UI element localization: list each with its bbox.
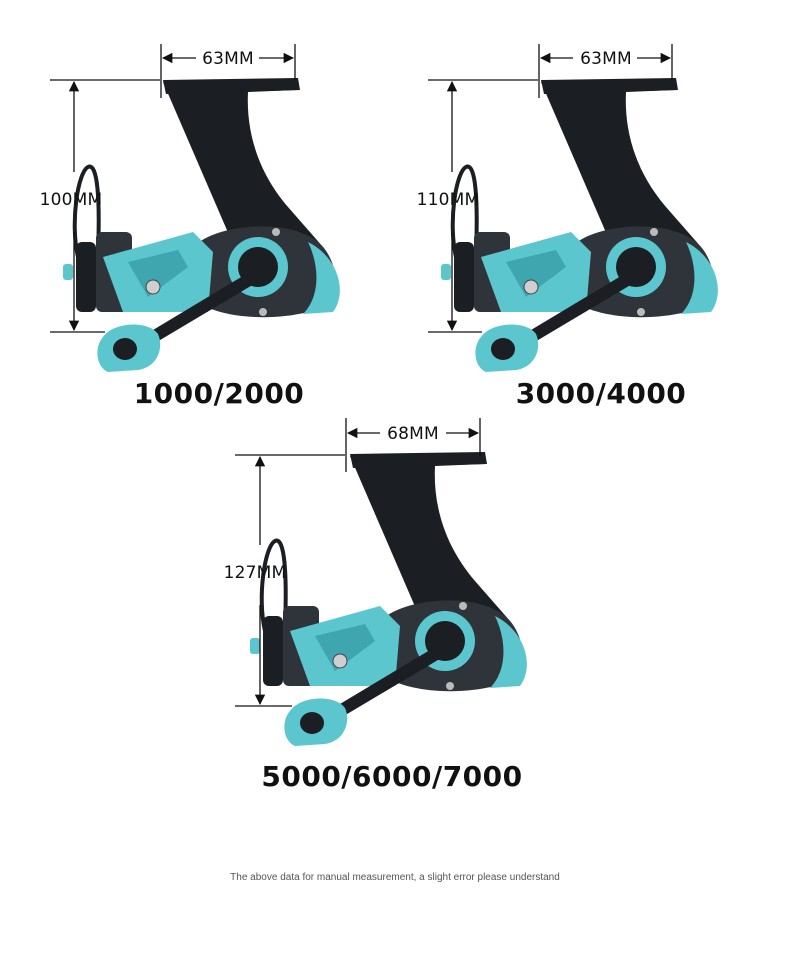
reel-figure-1: 63MM 100MM 1000/2000 xyxy=(40,44,342,410)
model-label: 3000/4000 xyxy=(516,377,687,410)
spinning-reel-icon xyxy=(61,76,342,374)
spinning-reel-icon xyxy=(248,450,529,748)
height-label: 110MM xyxy=(417,190,480,210)
width-dimension-2: 63MM xyxy=(538,44,673,98)
height-dimension-1: 100MM xyxy=(40,79,160,333)
model-label: 5000/6000/7000 xyxy=(261,760,522,793)
model-label: 1000/2000 xyxy=(134,377,305,410)
width-dimension-3: 68MM xyxy=(345,418,481,472)
reel-figure-3: 68MM 127MM 5000/6000/7000 xyxy=(224,418,529,793)
width-label: 63MM xyxy=(202,49,254,69)
height-dimension-2: 110MM xyxy=(417,79,538,333)
width-label: 63MM xyxy=(580,49,632,69)
footer-note: The above data for manual measurement, a… xyxy=(230,872,560,883)
width-label: 68MM xyxy=(387,424,439,444)
height-label: 127MM xyxy=(224,563,287,583)
reel-figure-2: 63MM 110MM 3000/4000 xyxy=(417,44,720,410)
width-dimension-1: 63MM xyxy=(160,44,296,98)
height-dimension-3: 127MM xyxy=(224,454,345,707)
spinning-reel-icon xyxy=(439,76,720,374)
height-label: 100MM xyxy=(40,190,103,210)
